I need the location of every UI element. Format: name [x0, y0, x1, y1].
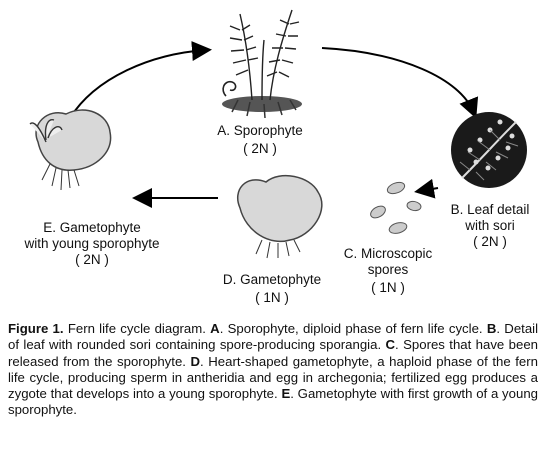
- stage-e-ploidy: ( 2N ): [75, 252, 109, 267]
- stage-b-name-line1: B. Leaf detail: [450, 202, 530, 217]
- stage-d-name: D. Gametophyte: [222, 272, 322, 287]
- caption-a-text: . Sporophyte, diploid phase of fern life…: [219, 321, 487, 336]
- caption-e-key: E: [281, 386, 291, 402]
- caption-c-key: C: [385, 337, 396, 353]
- gametophyte-illustration: [237, 174, 323, 259]
- caption-a-key: A: [210, 321, 220, 336]
- stage-b-ploidy: ( 2N ): [473, 234, 507, 249]
- label-e: E. Gametophyte with young sporophyte ( 2…: [2, 220, 182, 268]
- fern-life-cycle-diagram: [29, 9, 527, 259]
- caption-intro: Fern life cycle diagram.: [63, 321, 211, 336]
- caption-d-text: . Heart-shaped gametophyte, a haploid ph…: [8, 353, 538, 402]
- arrow-a-to-b: [321, 47, 479, 119]
- arrow-e-to-a: [69, 41, 212, 119]
- caption-figure-label: Figure 1.: [8, 321, 64, 336]
- caption-e-text: . Gametophyte with first growth of a you…: [8, 386, 538, 418]
- caption-b-text: . Detail of leaf with rounded sori conta…: [8, 321, 539, 353]
- stage-d-ploidy: ( 1N ): [255, 290, 289, 305]
- stage-e-name-line1: E. Gametophyte: [43, 220, 141, 235]
- label-a: A. Sporophyte ( 2N ): [200, 123, 320, 157]
- stage-c-ploidy: ( 1N ): [371, 280, 405, 295]
- label-b: B. Leaf detail with sori ( 2N ): [440, 202, 540, 250]
- leaf-detail-illustration: [451, 112, 527, 188]
- stage-c-name-line2: spores: [367, 262, 409, 277]
- stage-b-name-line2: with sori: [465, 218, 515, 233]
- stage-a-name: A. Sporophyte: [217, 123, 303, 138]
- stage-a-ploidy: ( 2N ): [243, 141, 277, 156]
- arrow-b-to-c: [414, 178, 439, 199]
- spores-illustration: [370, 181, 422, 234]
- caption-d-key: D: [190, 353, 201, 369]
- sporophyte-illustration: [222, 9, 302, 119]
- stage-c-name-line1: C. Microscopic: [343, 246, 433, 261]
- stage-e-name-line2: with young sporophyte: [24, 236, 160, 251]
- caption-b-key: B: [486, 321, 497, 336]
- caption-c-text: . Spores that have been released from th…: [8, 337, 538, 369]
- label-d: D. Gametophyte ( 1N ): [212, 272, 332, 306]
- figure-caption: Figure 1. Fern life cycle diagram. A. Sp…: [8, 321, 538, 419]
- gametophyte-with-sporophyte-illustration: [29, 109, 112, 191]
- label-c: C. Microscopic spores ( 1N ): [338, 246, 438, 296]
